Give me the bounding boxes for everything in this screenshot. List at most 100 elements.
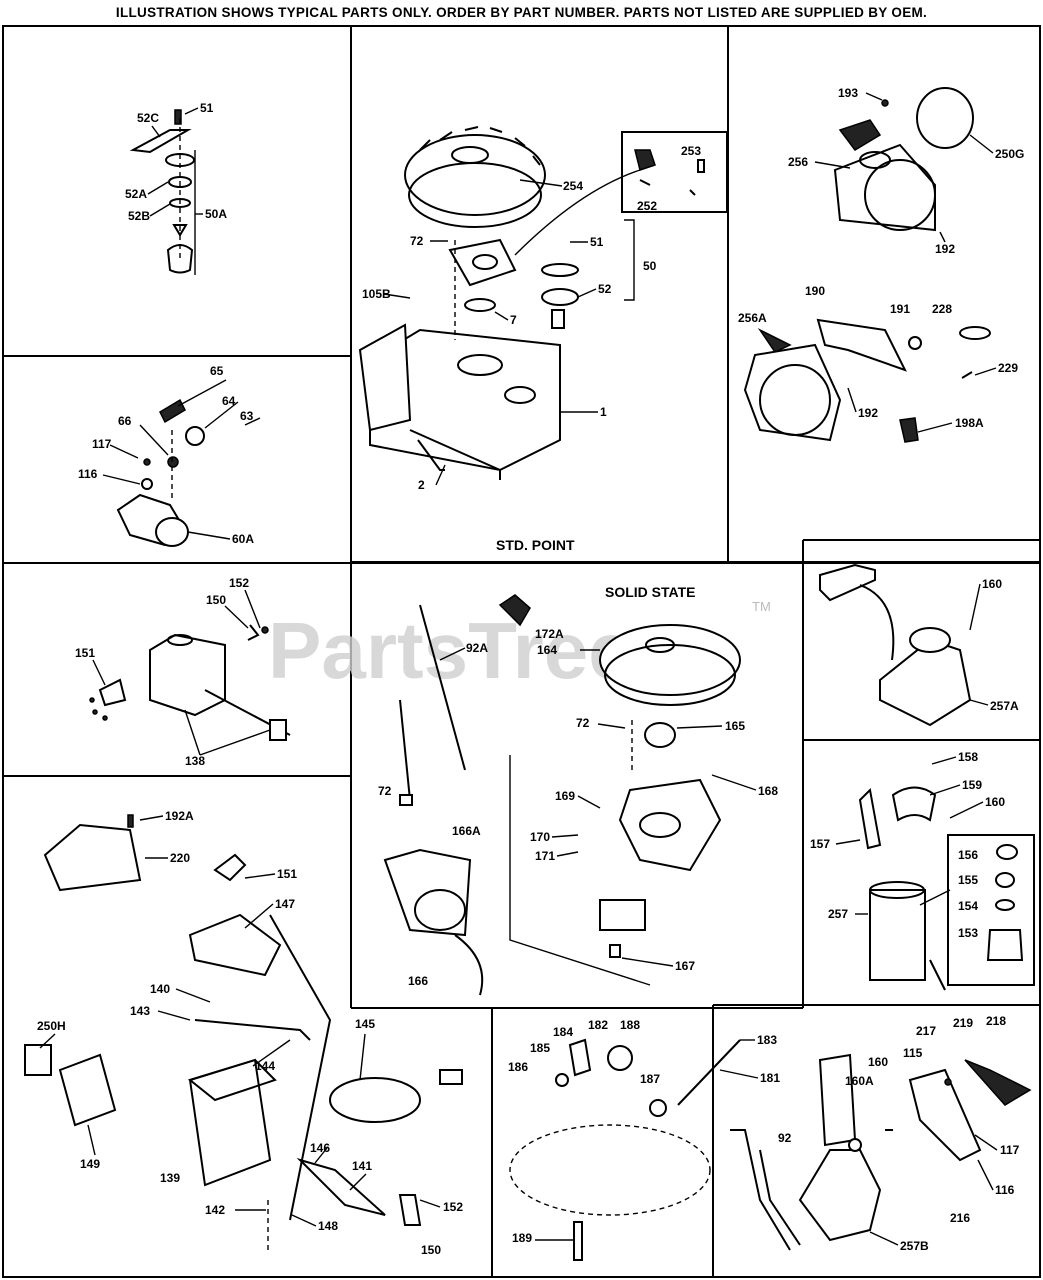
callout-label: 171	[535, 849, 555, 863]
callout-label: 149	[80, 1157, 100, 1171]
callout-label: 72	[378, 784, 392, 798]
points-inset-box	[621, 131, 728, 213]
callout-label: 51	[200, 101, 214, 115]
callout-label: 51	[590, 235, 604, 249]
battery-assembly	[24, 814, 463, 1250]
callout-label: 193	[838, 86, 858, 100]
callout-label: 143	[130, 1004, 150, 1018]
ignition-switch-assembly	[89, 624, 291, 741]
callout-label: 253	[681, 144, 701, 158]
callout-label: 184	[553, 1025, 573, 1039]
coil-bracket	[448, 238, 517, 287]
callout-label: 158	[958, 750, 978, 764]
callout-label: 198A	[955, 416, 984, 430]
callout-label: 257A	[990, 699, 1019, 713]
callout-label: 52	[598, 282, 612, 296]
callout-label: 192	[935, 242, 955, 256]
rewind-starter-assembly	[743, 87, 991, 443]
callout-label: 92	[778, 1131, 792, 1145]
crankcase-cover-outline	[509, 1124, 711, 1216]
valve-cap-assembly	[129, 109, 196, 275]
callout-label: 164	[537, 643, 557, 657]
callout-label: 160	[985, 795, 1005, 809]
callout-label: 72	[576, 716, 590, 730]
callout-label: 145	[355, 1017, 375, 1031]
callout-label: 166	[408, 974, 428, 988]
callout-label: 140	[150, 982, 170, 996]
governor-assembly	[509, 1038, 741, 1261]
charger	[58, 1053, 117, 1127]
callout-label: 229	[998, 361, 1018, 375]
section-title-std-point: STD. POINT	[496, 537, 575, 553]
callout-label: 7	[510, 313, 517, 327]
callout-label: 60A	[232, 532, 254, 546]
callout-label: 117	[1000, 1143, 1020, 1157]
callout-label: 166A	[452, 824, 481, 838]
callout-label: 250H	[37, 1019, 66, 1033]
solid-state-ignition-assembly	[383, 594, 741, 996]
callout-label: 185	[530, 1041, 550, 1055]
section-title-solid-state: SOLID STATE	[605, 584, 695, 600]
callout-label: 165	[725, 719, 745, 733]
callout-label: 63	[240, 409, 254, 423]
callout-label: 154	[958, 899, 978, 913]
callout-label: 150	[206, 593, 226, 607]
callout-label: 192	[858, 406, 878, 420]
callout-label: 152	[443, 1200, 463, 1214]
callout-label: 117	[92, 437, 112, 451]
callout-label: 148	[318, 1219, 338, 1233]
callout-label: 160	[868, 1055, 888, 1069]
callout-label: 181	[760, 1071, 780, 1085]
callout-label: 150	[421, 1243, 441, 1257]
callout-label: 147	[275, 897, 295, 911]
callout-label: 151	[277, 867, 297, 881]
callout-label: 72	[410, 234, 424, 248]
callout-label: 257	[828, 907, 848, 921]
callout-label: 220	[170, 851, 190, 865]
solid-state-flywheel	[599, 624, 741, 696]
callout-labels: 52C 51 52A 52B 50A 65 66 64 63 117 116 6…	[37, 86, 1024, 1257]
callout-label: 187	[640, 1072, 660, 1086]
callout-label: 228	[932, 302, 952, 316]
callout-label: 172A	[535, 627, 564, 641]
callout-label: 250G	[995, 147, 1024, 161]
callout-label: 52C	[137, 111, 159, 125]
callout-label: 151	[75, 646, 95, 660]
callout-label: 218	[986, 1014, 1006, 1028]
callout-label: 153	[958, 926, 978, 940]
callout-label: 105B	[362, 287, 391, 301]
callout-label: 139	[160, 1171, 180, 1185]
callout-label: 2	[418, 478, 425, 492]
callout-label: 92A	[466, 641, 488, 655]
electric-starter-assembly	[819, 563, 1024, 991]
starter-cover	[916, 87, 974, 149]
callout-label: 115	[903, 1046, 923, 1060]
callout-label: 116	[78, 467, 98, 481]
starter-motor	[798, 1149, 882, 1242]
cylinder-block	[369, 328, 561, 472]
callout-label: 190	[805, 284, 825, 298]
callout-label: 1	[600, 405, 607, 419]
engine-block-assembly	[358, 126, 705, 480]
callout-label: 156	[958, 848, 978, 862]
callout-label: 168	[758, 784, 778, 798]
battery-cover	[43, 823, 142, 892]
callout-label: 66	[118, 414, 132, 428]
callout-label: 160	[982, 577, 1002, 591]
callout-label: 160A	[845, 1074, 874, 1088]
callout-label: 152	[229, 576, 249, 590]
flywheel	[404, 134, 546, 216]
callout-label: 257B	[900, 1239, 929, 1253]
callout-label: 116	[995, 1183, 1015, 1197]
callout-label: 186	[508, 1060, 528, 1074]
callout-label: 191	[890, 302, 910, 316]
callout-label: 182	[588, 1018, 608, 1032]
callout-label: 169	[555, 789, 575, 803]
callout-label: 219	[953, 1016, 973, 1030]
callout-label: 146	[310, 1141, 330, 1155]
callout-label: 183	[757, 1033, 777, 1047]
battery	[188, 1058, 272, 1187]
header-notice: ILLUSTRATION SHOWS TYPICAL PARTS ONLY. O…	[115, 5, 928, 20]
